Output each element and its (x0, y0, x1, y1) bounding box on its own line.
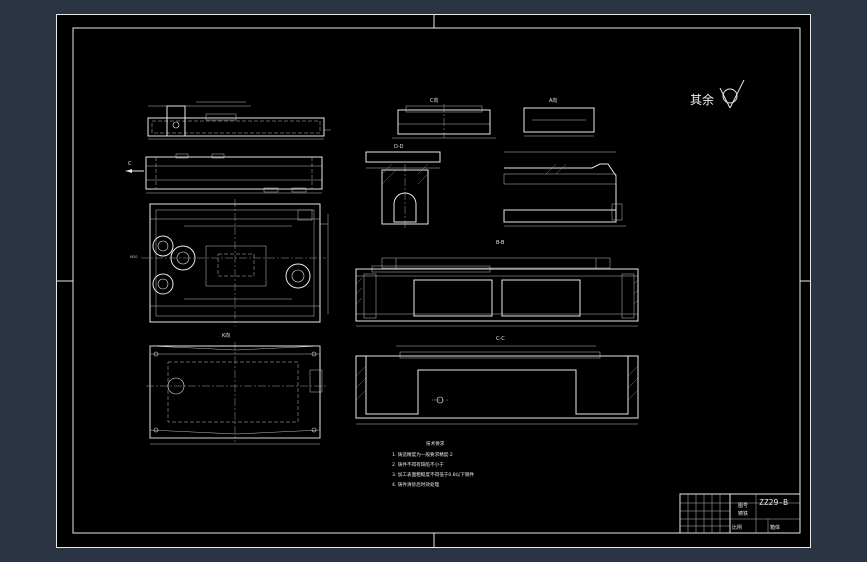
view-top-strip (147, 101, 331, 140)
view-cc-section: C-C (355, 336, 639, 425)
svg-text:M20: M20 (130, 255, 137, 259)
technical-requirements: 技术要求 1. 铸造精度为一般要求精度·2 2. 铸件不得有缺陷不小于 3. 加… (392, 440, 474, 488)
view-a: A向 (523, 97, 595, 137)
scale-label: 比例 (732, 524, 742, 531)
svg-text:C: C (128, 161, 132, 167)
view-c: C向 (392, 97, 496, 139)
cad-drawing: 其余 C (56, 14, 811, 548)
requirements-title: 技术要求 (426, 440, 445, 447)
title-block: 图号 ZZ29-B 铸铁 箱体 比例 (679, 493, 801, 534)
svg-text:D-D: D-D (394, 144, 404, 150)
roughness-note: 其余 (690, 92, 714, 107)
requirement-item: 3. 加工表面粗糙度不得低于0.8以下钢件 (392, 471, 474, 478)
requirement-item: 2. 铸件不得有缺陷不小于 (392, 461, 444, 468)
roughness-symbol (719, 79, 745, 109)
svg-text:C-C: C-C (496, 336, 505, 342)
requirement-item: 1. 铸造精度为一般要求精度·2 (392, 451, 453, 458)
svg-text:A向: A向 (549, 97, 557, 104)
requirement-item: 4. 铸件清砂后时效处理 (392, 481, 440, 488)
view-d-section: D-D (365, 144, 441, 228)
view-right-section (503, 151, 626, 227)
view-plan: M20 (130, 199, 329, 326)
drawing-number: ZZ29-B (759, 498, 788, 507)
view-side-elevation: C (126, 153, 323, 194)
svg-text:K向: K向 (222, 332, 230, 339)
svg-text:B-B: B-B (496, 240, 505, 246)
view-k: K向 (146, 332, 326, 445)
drawing-sheet: 其余 C (56, 14, 811, 548)
title-block-org: 图号 (738, 503, 748, 509)
part-name: 箱体 (770, 524, 780, 531)
view-b-section: B-B (355, 240, 639, 327)
material-label: 铸铁 (738, 510, 748, 517)
svg-text:C向: C向 (430, 97, 439, 104)
